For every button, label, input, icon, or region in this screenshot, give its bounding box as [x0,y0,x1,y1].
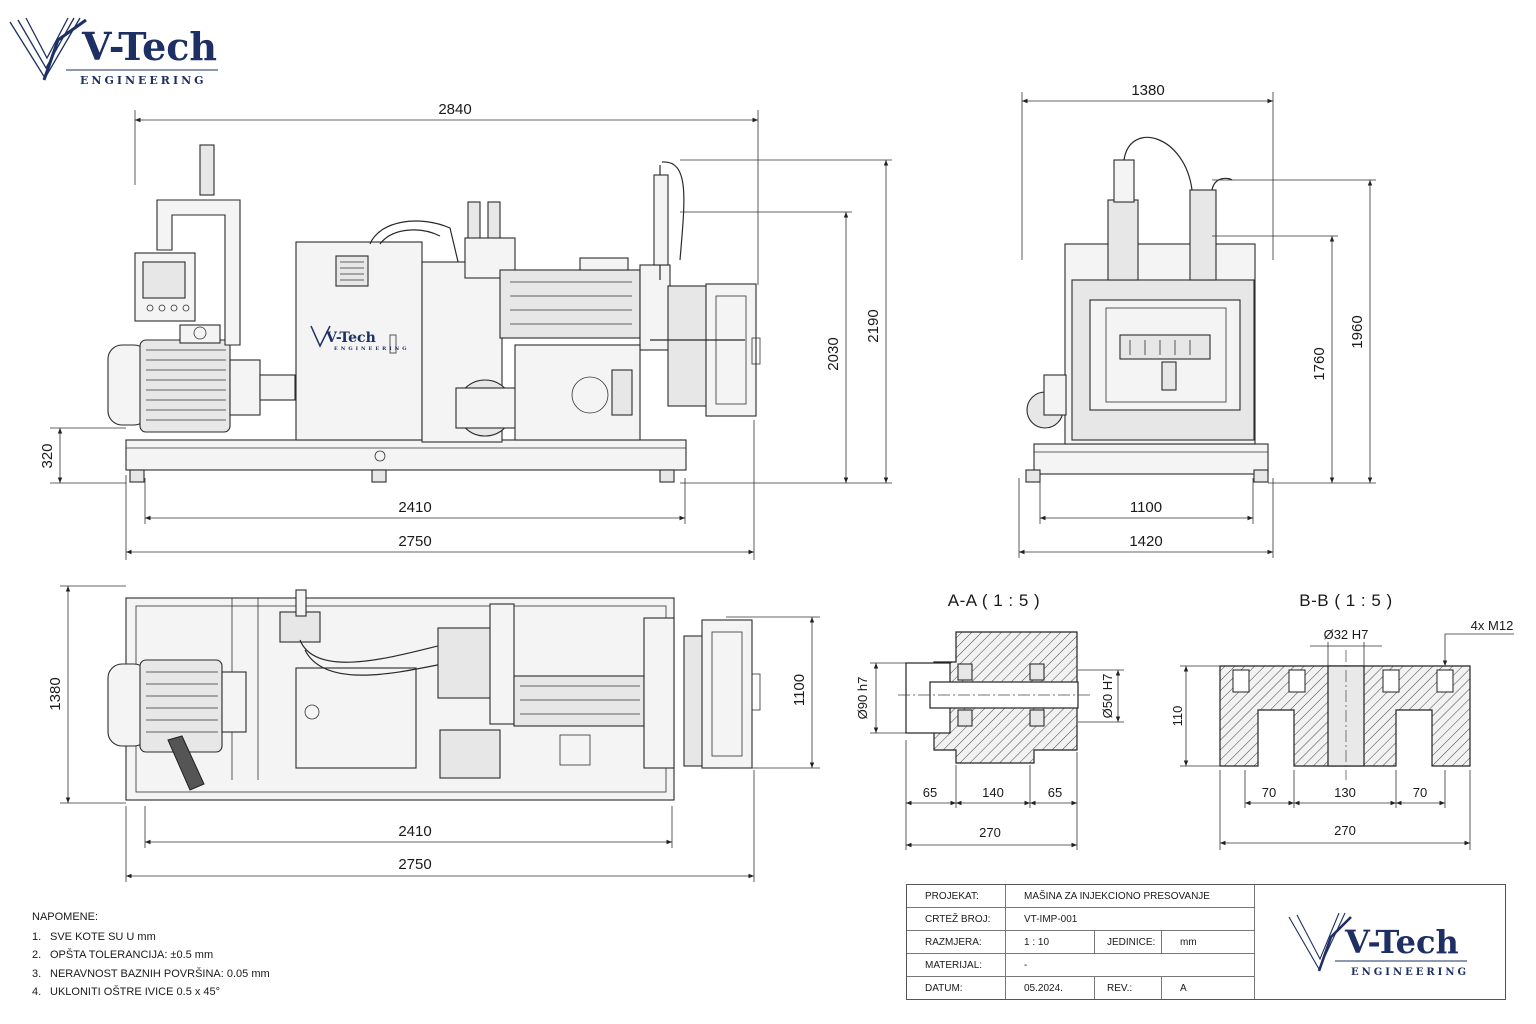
dim-1760: 1760 [1311,347,1328,380]
side-view: 1380 1100 1420 1960 1760 [1018,82,1376,558]
rev-value: A [1161,976,1255,999]
date-label: DATUM: [907,976,1006,999]
dim-aa-270: 270 [979,825,1001,840]
dim-2030: 2030 [825,337,842,370]
top-cabinet [295,667,417,769]
dim-1960: 1960 [1349,315,1366,348]
dim-aa-65a: 65 [923,785,937,800]
dim-bb-270: 270 [1334,823,1356,838]
drawing-no-value: VT-IMP-001 [1005,907,1255,931]
dim-1420: 1420 [1129,533,1162,550]
header-logo: V-Tech ENGINEERING [9,17,218,87]
dim-1100-top: 1100 [791,674,808,706]
note-num: 4. [32,986,42,998]
title-block-table: PROJEKAT: MAŠINA ZA INJEKCIONO PRESOVANJ… [907,885,1255,999]
section-bb-title: B-B ( 1 : 5 ) [1299,591,1392,610]
dim-2190: 2190 [865,309,882,342]
dim-2840: 2840 [438,101,471,118]
drawing-no-label: CRTEŽ BROJ: [907,907,1006,931]
cabinet-logo-text: V-Tech [325,330,376,346]
top-dimensions: 1380 1100 2410 2750 [47,585,820,882]
dim-bb-70b: 70 [1413,785,1427,800]
units-value: mm [1161,930,1255,954]
dim-2410-top: 2410 [398,823,431,840]
section-aa-title: A-A ( 1 : 5 ) [948,591,1040,610]
dim-1380-top: 1380 [47,677,64,710]
dim-2750-top: 2750 [398,856,431,873]
front-view: V-Tech ENGINEERING [39,101,892,560]
dim-dia90: Ø90 h7 [855,677,870,720]
note-text: SVE KOTE SU U mm [50,930,156,943]
dim-bolts: 4x M12 [1471,618,1514,633]
logo-v-mark-icon [1288,912,1352,972]
dim-bb-110: 110 [1170,706,1185,727]
note-item: 2. OPŠTA TOLERANCIJA: ±0.5 mm [32,946,270,965]
base-frame [125,439,687,471]
material-value: - [1005,953,1255,977]
clamp-unit [650,283,761,417]
dim-bb-70a: 70 [1262,785,1276,800]
title-block: PROJEKAT: MAŠINA ZA INJEKCIONO PRESOVANJ… [906,884,1506,1000]
note-num: 3. [32,967,42,980]
note-num: 2. [32,949,42,961]
hydraulic-unit [369,161,685,443]
dim-bb-130: 130 [1334,785,1356,800]
top-view: 1380 1100 2410 2750 [47,585,820,882]
front-dimensions: 2840 2410 2750 2190 2030 320 [39,101,892,560]
notes-block: NAPOMENE: 1. SVE KOTE SU U mm 2. OPŠTA TOL… [32,908,270,1002]
side-base [1033,443,1269,475]
dim-dia50: Ø50 H7 [1100,674,1115,719]
dim-aa-65b: 65 [1048,785,1062,800]
electric-motor [107,324,296,433]
dim-2750: 2750 [398,533,431,550]
dim-aa-140: 140 [982,785,1004,800]
cabinet-logo-tagline: ENGINEERING [334,346,410,352]
notes-title: NAPOMENE: [32,911,99,923]
units-label: JEDINICE: [1094,930,1162,954]
tb-logo-tagline: ENGINEERING [1351,967,1469,978]
note-item: 3. NERAVNOST BAZNIH POVRŠINA: 0.05 mm [32,965,270,984]
logo-tagline: ENGINEERING [80,74,207,87]
side-dimensions: 1380 1100 1420 1960 1760 [1018,82,1376,558]
note-num: 1. [32,930,42,943]
dim-320: 320 [39,443,56,468]
note-item: 4. UKLONITI OŠTRE IVICE 0.5 x 45° [32,983,270,1002]
control-panel [134,144,241,346]
logo-text: V-Tech [81,24,217,69]
dim-1100-side: 1100 [1130,499,1162,516]
title-block-logo: V-Tech ENGINEERING [1288,912,1469,978]
note-text: NERAVNOST BAZNIH POVRŠINA: 0.05 mm [50,967,270,980]
dim-1380-side: 1380 [1131,82,1164,99]
date-value: 05.2024. [1005,976,1095,999]
material-label: MATERIJAL: [907,953,1006,977]
top-motor [107,659,247,791]
logo-v-mark-icon [9,17,87,81]
section-bb: B-B ( 1 : 5 ) Ø32 H7 4x M12 110 70 130 7… [1170,591,1514,850]
dim-bore: Ø32 H7 [1324,627,1369,642]
electrical-cabinet: V-Tech ENGINEERING [295,241,423,441]
scale-value: 1 : 10 [1005,930,1095,954]
dim-2410: 2410 [398,499,431,516]
note-item: 1. SVE KOTE SU U mm [32,928,270,947]
project-label: PROJEKAT: [907,885,1006,908]
note-text: OPŠTA TOLERANCIJA: ±0.5 mm [50,949,214,961]
scale-label: RAZMJERA: [907,930,1006,954]
note-text: UKLONITI OŠTRE IVICE 0.5 x 45° [50,986,221,998]
section-aa: A-A ( 1 : 5 ) Ø90 h7 Ø50 H7 65 140 65 27… [855,591,1124,850]
rev-label: REV.: [1094,976,1162,999]
tb-logo-text: V-Tech [1344,923,1459,961]
project-value: MAŠINA ZA INJEKCIONO PRESOVANJE [1005,885,1255,908]
